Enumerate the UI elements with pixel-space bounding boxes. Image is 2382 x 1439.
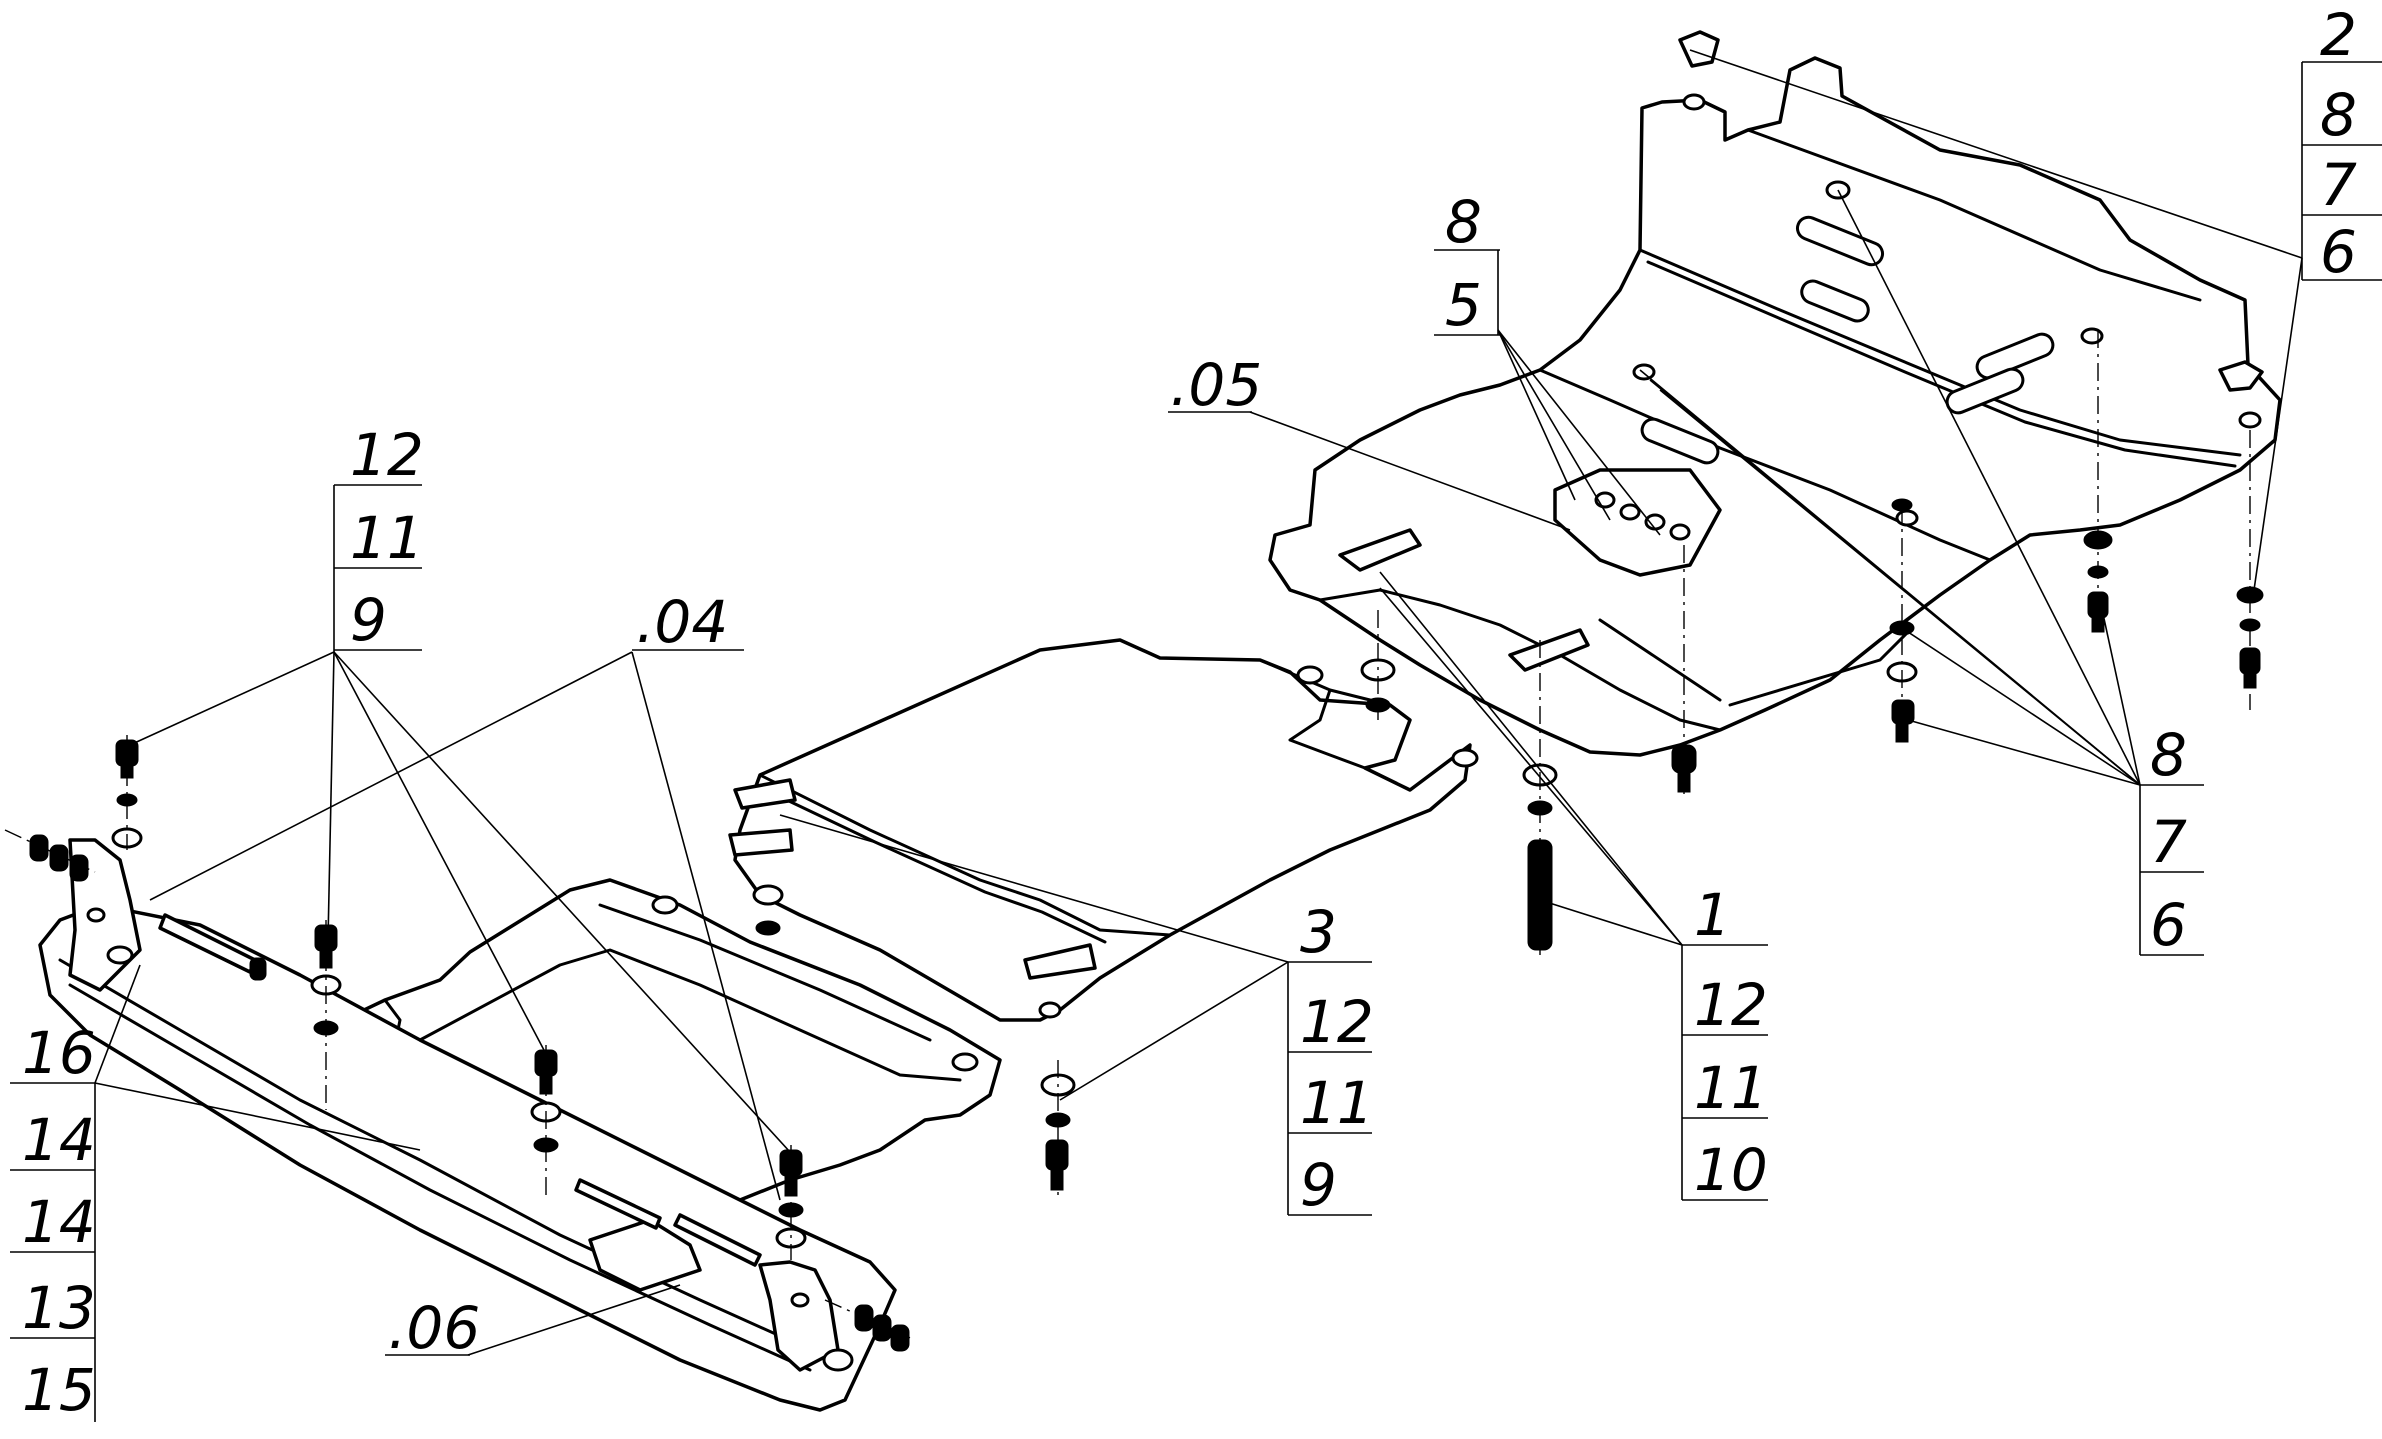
- label-top-right-3: 7: [2320, 151, 2357, 219]
- label-left-bottom-4: 13: [22, 1274, 96, 1342]
- rear-skid-plate: [1268, 30, 2282, 757]
- label-left-bottom-3: 14: [22, 1188, 96, 1256]
- label-upper-mid-2: 5: [1445, 271, 1482, 339]
- label-left-bottom-5: 15: [22, 1356, 96, 1424]
- label-right-lower-1: 8: [2150, 721, 2187, 789]
- label-part-ref-06: .06: [388, 1294, 480, 1362]
- label-right-lower-2: 7: [2150, 808, 2187, 876]
- stud-nuts-left: [29, 834, 89, 882]
- bolt-stack-11: [2083, 530, 2113, 633]
- label-center-bolts-2: 12: [1300, 988, 1374, 1056]
- bolt-stack-12: [2236, 586, 2264, 689]
- label-left-bottom-2: 14: [22, 1106, 96, 1174]
- front-crossmember: [29, 834, 910, 1412]
- callout-shelves: [10, 61, 2382, 1422]
- centre-lines: [4, 330, 2251, 1341]
- bolt-stack-4: [775, 1149, 807, 1249]
- label-upper-mid-1: 8: [1445, 188, 1482, 256]
- label-left-bolts-1: 12: [350, 421, 424, 489]
- label-right-bolts-4: 10: [1694, 1136, 1768, 1204]
- callout-labels: 2 8 7 6 8 5 .05 12 11 9 .04 3 12 11 9 1 …: [22, 1, 2357, 1424]
- label-part-ref-05: .05: [1170, 351, 1262, 419]
- bolt-stack-5: [752, 884, 784, 936]
- label-center-bolts-4: 9: [1300, 1151, 1337, 1219]
- bolt-stack-8: [1522, 763, 1558, 951]
- label-right-bolts-2: 12: [1694, 971, 1768, 1039]
- label-center-bolts-3: 11: [1300, 1069, 1374, 1137]
- label-top-right-4: 6: [2320, 218, 2357, 286]
- label-left-bolts-3: 9: [350, 586, 387, 654]
- label-right-bolts-3: 11: [1694, 1054, 1768, 1122]
- label-top-right-1: 2: [2320, 1, 2357, 69]
- label-left-bottom-1: 16: [22, 1019, 96, 1087]
- label-right-lower-3: 6: [2150, 891, 2187, 959]
- label-part-ref-04: .04: [636, 588, 728, 656]
- leader-lines: [94, 49, 2303, 1356]
- label-center-bolts-1: 3: [1300, 898, 1337, 966]
- label-left-bolts-2: 11: [350, 504, 424, 572]
- middle-skid-plate: [728, 638, 1479, 1022]
- label-right-bolts-1: 1: [1694, 881, 1731, 949]
- label-top-right-2: 8: [2320, 81, 2357, 149]
